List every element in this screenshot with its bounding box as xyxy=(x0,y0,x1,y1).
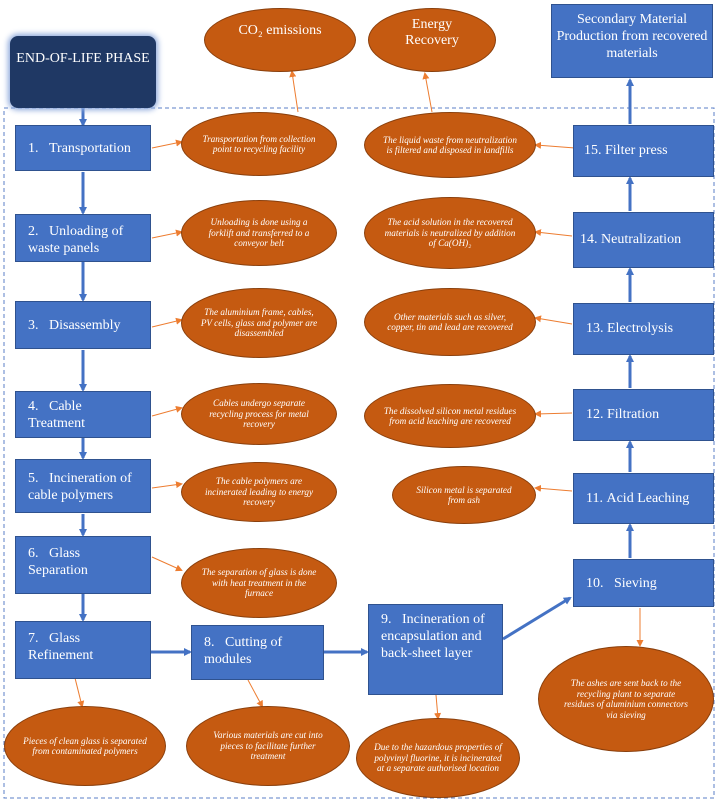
note-15-oval: The liquid waste from neutralization is … xyxy=(364,112,536,178)
step-15-number: 15. xyxy=(584,143,602,158)
step-2-number: 2. xyxy=(28,224,39,239)
end-of-life-phase-box: END-OF-LIFE PHASE xyxy=(10,36,156,108)
step-14-label: Neutralization xyxy=(601,232,682,247)
energy-recovery-label: Energy Recovery xyxy=(405,17,459,48)
secondary-material-label: Secondary Material Production from recov… xyxy=(556,12,708,61)
step-14-number: 14. xyxy=(580,232,598,247)
step-4-number: 4. xyxy=(28,399,39,414)
step-1-label: Transportation xyxy=(49,141,131,156)
step-9-label: Incineration of encapsulation and back-s… xyxy=(381,612,485,661)
note-1-oval: Transportation from collection point to … xyxy=(181,112,337,176)
note-11-text: Silicon metal is separated from ash xyxy=(416,484,512,506)
note-7-oval: Pieces of clean glass is separated from … xyxy=(4,706,166,786)
step-4-box: 4. Cable Treatment xyxy=(15,391,151,438)
step-11-label: Acid Leaching xyxy=(606,491,690,506)
step-5-number: 5. xyxy=(28,471,39,486)
step-10-number: 10. xyxy=(586,576,604,591)
note-2-oval: Unloading is done using a forklift and t… xyxy=(181,200,337,266)
step-6-box: 6. Glass Separation xyxy=(15,536,151,594)
step-3-label: Disassembly xyxy=(49,318,121,333)
note-14-oval: The acid solution in the recovered mater… xyxy=(364,197,536,269)
note-15-text: The liquid waste from neutralization is … xyxy=(383,134,517,156)
note-5-text: The cable polymers are incinerated leadi… xyxy=(204,476,314,508)
note-9-text: Due to the hazardous properties of polyv… xyxy=(374,742,502,774)
note-1-text: Transportation from collection point to … xyxy=(202,133,316,155)
step-11-number: 11. xyxy=(586,491,603,506)
step-2-label: Unloading of waste panels xyxy=(28,224,124,256)
step-5-label: Incineration of cable polymers xyxy=(28,471,132,503)
note-3-text: The aluminium frame, cables, PV cells, g… xyxy=(200,307,318,339)
note-11-oval: Silicon metal is separated from ash xyxy=(392,466,536,524)
note-14-text: The acid solution in the recovered mater… xyxy=(384,217,516,249)
step-3-box: 3. Disassembly xyxy=(15,301,151,349)
note-7-text: Pieces of clean glass is separated from … xyxy=(23,735,147,757)
energy-recovery-oval: Energy Recovery xyxy=(368,8,496,72)
note-10-oval: The ashes are sent back to the recycling… xyxy=(538,646,714,752)
step-10-box: 10. Sieving xyxy=(573,559,714,607)
step-8-label: Cutting of modules xyxy=(204,635,283,667)
step-7-box: 7. Glass Refinement xyxy=(15,621,151,679)
note-6-oval: The separation of glass is done with hea… xyxy=(181,548,337,618)
step-2-box: 2. Unloading of waste panels xyxy=(15,214,151,262)
note-9-oval: Due to the hazardous properties of polyv… xyxy=(356,718,520,798)
note-12-oval: The dissolved silicon metal residues fro… xyxy=(364,384,536,448)
step-15-label: Filter press xyxy=(605,143,668,158)
step-1-box: 1. Transportation xyxy=(15,125,151,171)
note-6-text: The separation of glass is done with hea… xyxy=(201,567,317,599)
step-9-box: 9. Incineration of encapsulation and bac… xyxy=(368,604,503,695)
note-4-text: Cables undergo separate recycling proces… xyxy=(209,398,309,430)
note-2-text: Unloading is done using a forklift and t… xyxy=(208,217,310,249)
step-13-box: 13. Electrolysis xyxy=(573,303,714,355)
step-10-label: Sieving xyxy=(614,576,657,591)
secondary-material-box: Secondary Material Production from recov… xyxy=(551,4,713,78)
note-8-oval: Various materials are cut into pieces to… xyxy=(186,706,350,786)
note-8-text: Various materials are cut into pieces to… xyxy=(213,730,323,762)
note-4-oval: Cables undergo separate recycling proces… xyxy=(181,383,337,445)
step-13-number: 13. xyxy=(586,321,604,336)
phase-title: END-OF-LIFE PHASE xyxy=(16,51,150,66)
step-12-number: 12. xyxy=(586,407,604,422)
step-11-box: 11. Acid Leaching xyxy=(573,473,714,524)
note-10-text: The ashes are sent back to the recycling… xyxy=(564,678,688,720)
step-3-number: 3. xyxy=(28,318,39,333)
step-15-box: 15. Filter press xyxy=(573,125,714,177)
step-5-box: 5. Incineration of cable polymers xyxy=(15,459,151,513)
note-connectors xyxy=(74,70,644,720)
step-4-label: Cable Treatment xyxy=(28,399,86,431)
note-3-oval: The aluminium frame, cables, PV cells, g… xyxy=(181,288,337,358)
step-8-box: 8. Cutting of modules xyxy=(191,625,324,680)
step-6-label: Glass Separation xyxy=(28,546,88,578)
note-5-oval: The cable polymers are incinerated leadi… xyxy=(181,462,337,522)
co2-emissions-label: CO₂ emissions xyxy=(238,23,322,38)
co2-emissions-oval: CO₂ emissions xyxy=(204,8,356,72)
step-7-number: 7. xyxy=(28,631,39,646)
step-7-label: Glass Refinement xyxy=(28,631,94,663)
step-12-box: 12. Filtration xyxy=(573,389,714,441)
step-13-label: Electrolysis xyxy=(607,321,674,336)
step-9-number: 9. xyxy=(381,612,392,627)
step-12-label: Filtration xyxy=(607,407,660,422)
note-12-text: The dissolved silicon metal residues fro… xyxy=(383,405,517,427)
note-13-oval: Other materials such as silver, copper, … xyxy=(364,288,536,356)
note-13-text: Other materials such as silver, copper, … xyxy=(387,311,513,333)
step-8-number: 8. xyxy=(204,635,215,650)
step-14-box: 14. Neutralization xyxy=(573,212,714,268)
step-1-number: 1. xyxy=(28,141,39,156)
flow-arrows xyxy=(79,78,634,656)
step-6-number: 6. xyxy=(28,546,39,561)
